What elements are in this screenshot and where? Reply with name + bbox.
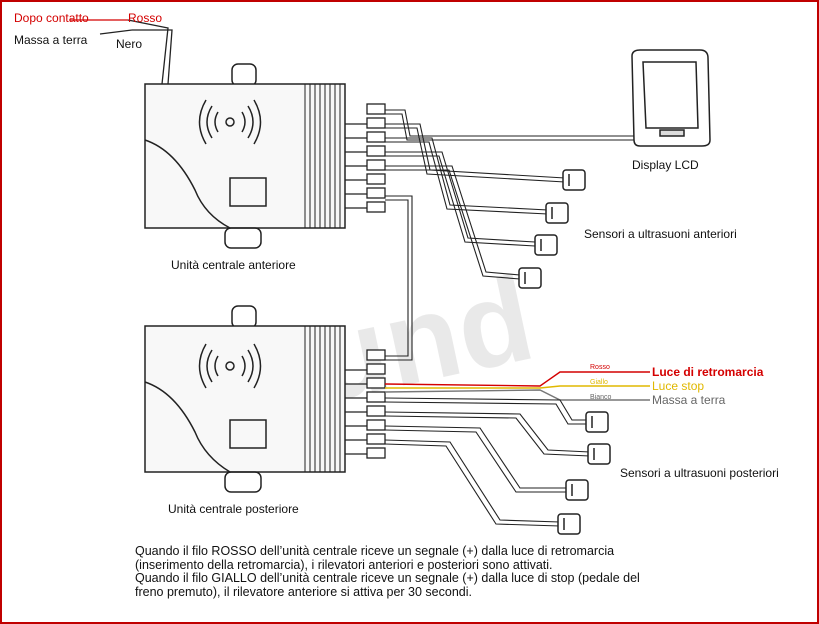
power-wires: [70, 19, 173, 85]
label-sensori-anteriori: Sensori a ultrasuoni anteriori: [584, 227, 737, 241]
front-unit: [144, 63, 346, 249]
caption-line-3: Quando il filo GIALLO dell’unità central…: [135, 571, 640, 585]
label-luce-stop: Luce stop: [652, 379, 705, 393]
label-nero: Nero: [116, 37, 143, 51]
front-sensor-cables: [385, 109, 635, 361]
rear-unit-wires: [345, 369, 367, 455]
label-luce-retromarcia: Luce di retromarcia: [652, 365, 764, 379]
front-sensors: [518, 169, 586, 289]
label-dopo-contatto: Dopo contatto: [14, 11, 89, 25]
display-lcd-device: [631, 49, 711, 147]
label-massa-bottom: Massa a terra: [652, 393, 726, 407]
label-unita-posteriore: Unità centrale posteriore: [168, 502, 299, 516]
caption-line-1: Quando il filo ROSSO dell’unità centrale…: [135, 544, 615, 558]
label-rosso-top: Rosso: [128, 11, 163, 25]
label-massa-top: Massa a terra: [14, 33, 88, 47]
front-connector: [366, 103, 386, 213]
label-bianco-small: Bianco: [590, 394, 612, 401]
label-unita-anteriore: Unità centrale anteriore: [171, 258, 296, 272]
caption-line-4: freno premuto), il rilevatore anteriore …: [135, 584, 472, 599]
rear-sensors: [557, 411, 611, 535]
label-display-lcd: Display LCD: [632, 158, 699, 172]
rear-sensor-cables: [384, 397, 591, 527]
label-giallo-small: Giallo: [590, 379, 608, 386]
rear-connector: [366, 349, 386, 459]
caption-line-2: (inserimento della retromarcia), i rilev…: [135, 557, 553, 572]
rear-signal-wires: [384, 371, 650, 401]
label-rosso-small: Rosso: [590, 364, 610, 371]
front-unit-wires: [345, 123, 367, 209]
rear-unit: [144, 305, 346, 493]
caption: Quando il filo ROSSO dell’unità centrale…: [135, 544, 735, 599]
label-sensori-posteriori: Sensori a ultrasuoni posteriori: [620, 466, 779, 480]
